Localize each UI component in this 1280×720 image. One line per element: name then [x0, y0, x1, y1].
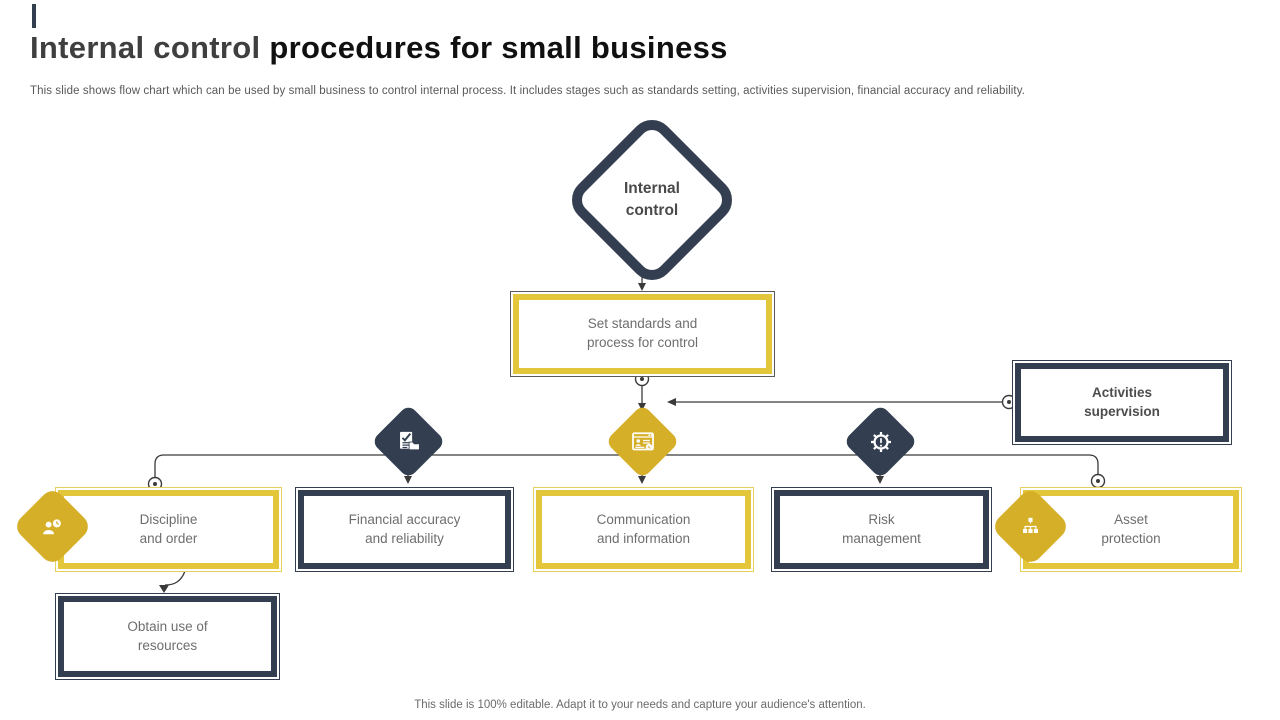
node-financial-accuracy-label: Financial accuracy and reliability — [298, 490, 511, 569]
page-title: Internal control procedures for small bu… — [30, 30, 728, 66]
node-discipline-order-label: Discipline and order — [58, 490, 279, 569]
communication-diamond — [605, 404, 680, 479]
node-set-standards: Set standards and process for control — [510, 291, 775, 377]
node-communication-information-label: Communication and information — [536, 490, 751, 569]
slide-subtitle: This slide shows flow chart which can be… — [30, 85, 1025, 97]
node-set-standards-label: Set standards and process for control — [513, 294, 772, 374]
page-title-light: Internal control — [30, 30, 270, 65]
node-activities-supervision-label: Activities supervision — [1015, 363, 1229, 442]
checklist-diamond — [371, 404, 446, 479]
discipline-icon-diamond — [12, 486, 93, 567]
left-edge-accent — [32, 4, 36, 28]
node-risk-management: Risk management — [771, 487, 992, 572]
org-hierarchy-icon — [1023, 517, 1038, 534]
asset-icon-diamond — [990, 486, 1071, 567]
node-obtain-resources-label: Obtain use of resources — [58, 596, 277, 677]
contact-card-icon — [631, 431, 654, 450]
risk-diamond — [843, 404, 918, 479]
node-communication-information: Communication and information — [533, 487, 754, 572]
node-activities-supervision: Activities supervision — [1012, 360, 1232, 445]
person-clock-icon — [43, 519, 61, 535]
node-financial-accuracy: Financial accuracy and reliability — [295, 487, 514, 572]
node-obtain-resources: Obtain use of resources — [55, 593, 280, 680]
gear-alert-icon — [870, 431, 891, 452]
checklist-folder-icon — [400, 431, 420, 451]
node-risk-management-label: Risk management — [774, 490, 989, 569]
node-discipline-order: Discipline and order — [55, 487, 282, 572]
slide-footer-note: This slide is 100% editable. Adapt it to… — [414, 699, 866, 711]
page-title-bold: procedures for small business — [269, 30, 728, 65]
node-internal-control-label: Internal control — [624, 179, 680, 219]
